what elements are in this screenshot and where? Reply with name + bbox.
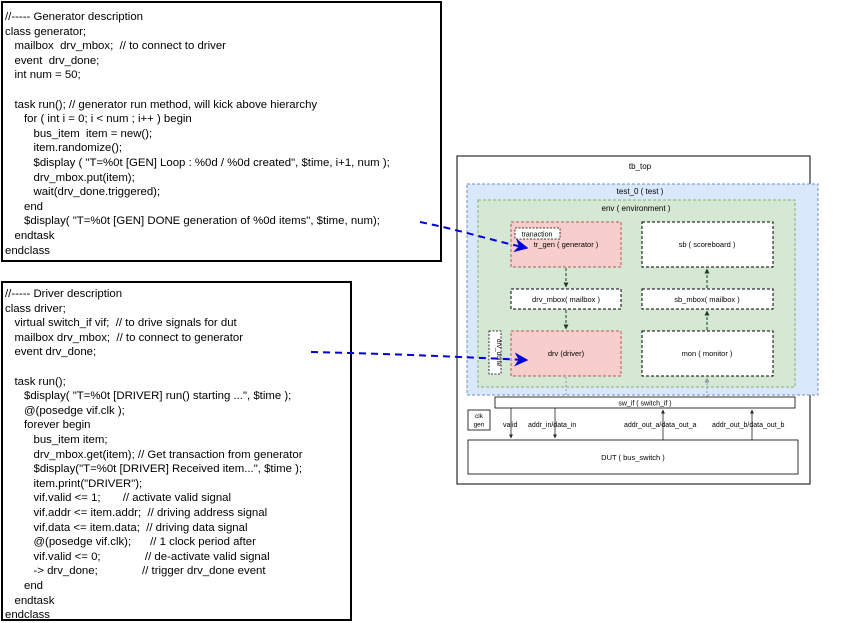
- addr-out-a-label: addr_out_a/data_out_a: [624, 422, 697, 429]
- clk-gen-label-1: clk: [475, 413, 484, 420]
- code-line: vif.valid <= 1; // activate valid signal: [5, 492, 232, 505]
- code-line: task run();: [5, 375, 66, 388]
- code-line: item.randomize();: [5, 142, 123, 155]
- dut-box: [467, 439, 799, 475]
- addr-in-label: addr_in/data_in: [528, 422, 576, 429]
- transaction-box: [514, 227, 561, 240]
- drv-done-box: [488, 330, 502, 375]
- clk-gen-box: [467, 409, 491, 431]
- scoreboard-label: sb ( scoreboard ): [679, 240, 736, 249]
- code-line: bus_item item;: [5, 434, 108, 446]
- code-line: end: [5, 200, 43, 213]
- code-line: wait(drv_done.triggered);: [5, 186, 161, 199]
- code-line: //----- Generator description: [5, 11, 143, 23]
- scoreboard-box: [641, 221, 774, 268]
- env-label: env ( environment ): [602, 204, 671, 213]
- code-line: $display( "T=%0t [DRIVER] run() starting…: [5, 390, 292, 403]
- sw-if-label: sw_if ( switch_if ): [618, 401, 671, 408]
- test-label: test_0 ( test ): [617, 187, 664, 196]
- code-line: end: [5, 580, 43, 592]
- code-line: -> drv_done; // trigger drv_done event: [5, 565, 266, 578]
- code-line: forever begin: [5, 419, 91, 432]
- valid-label: valid: [503, 422, 518, 429]
- code-line: vif.valid <= 0; // de-activate valid sig…: [5, 550, 270, 563]
- driver-box: [510, 330, 622, 377]
- code-line: //----- Driver description: [5, 288, 123, 300]
- code-line: virtual switch_if vif; // to drive signa…: [5, 317, 237, 330]
- code-line: $display ( "T=%0t [GEN] Loop : %0d / %0d…: [5, 157, 390, 169]
- code-line: endtask: [5, 230, 55, 242]
- code-line: mailbox drv_mbox; // to connect to drive…: [5, 40, 226, 53]
- code-line: class driver;: [5, 302, 66, 315]
- code-line: endtask: [5, 594, 55, 607]
- monitor-label: mon ( monitor ): [682, 349, 733, 358]
- tr-gen-label: tr_gen ( generator ): [534, 240, 599, 249]
- code-line: mailbox drv_mbox; // to connect to gener…: [5, 331, 244, 344]
- code-line: event drv_done;: [5, 346, 97, 359]
- sb-mbox-box: [641, 288, 774, 310]
- dut-label: DUT ( bus_switch ): [601, 453, 665, 462]
- code-line: $display( "T=%0t [GEN] DONE generation o…: [5, 215, 380, 228]
- sb-mbox-label: sb_mbox( mailbox ): [674, 295, 740, 304]
- code-line: $display("T=%0t [DRIVER] Received item..…: [5, 463, 303, 476]
- clk-gen-label-2: gen: [474, 422, 485, 429]
- generator-link-arrow: [419, 221, 529, 253]
- code-line: event drv_done;: [5, 54, 100, 67]
- code-line: task run(); // generator run method, wil…: [5, 98, 318, 111]
- transaction-label: tranaction: [522, 232, 553, 239]
- drv-mbox-box: [510, 288, 622, 310]
- code-line: bus_item item = new();: [5, 127, 153, 140]
- addr-out-b-label: addr_out_b/data_out_b: [712, 422, 785, 429]
- generator-code-panel: //----- Generator description class gener…: [1, 1, 442, 262]
- driver-label: drv (driver): [548, 349, 585, 358]
- code-line: endclass: [5, 244, 50, 257]
- monitor-box: [641, 330, 774, 377]
- drv-mbox-label: drv_mbox( mailbox ): [532, 295, 600, 304]
- drv-done-label: drv_done: [495, 339, 502, 366]
- code-line: drv_mbox.put(item);: [5, 171, 135, 184]
- code-line: item.print("DRIVER");: [5, 477, 143, 490]
- code-line: vif.addr <= item.addr; // driving addres…: [5, 507, 268, 519]
- code-line: @(posedge vif.clk); // 1 clock period af…: [5, 536, 256, 549]
- code-line: endclass: [5, 609, 50, 622]
- code-line: drv_mbox.get(item); // Get transaction f…: [5, 448, 303, 461]
- sw-if-bar: [494, 396, 796, 409]
- code-line: class generator;: [5, 25, 87, 38]
- tb-top-label: tb_top: [629, 162, 652, 171]
- code-line: int num = 50;: [5, 69, 81, 82]
- code-line: vif.data <= item.data; // driving data s…: [5, 521, 248, 534]
- code-line: @(posedge vif.clk );: [5, 404, 125, 417]
- code-line: for ( int i = 0; i < num ; i++ ) begin: [5, 113, 192, 126]
